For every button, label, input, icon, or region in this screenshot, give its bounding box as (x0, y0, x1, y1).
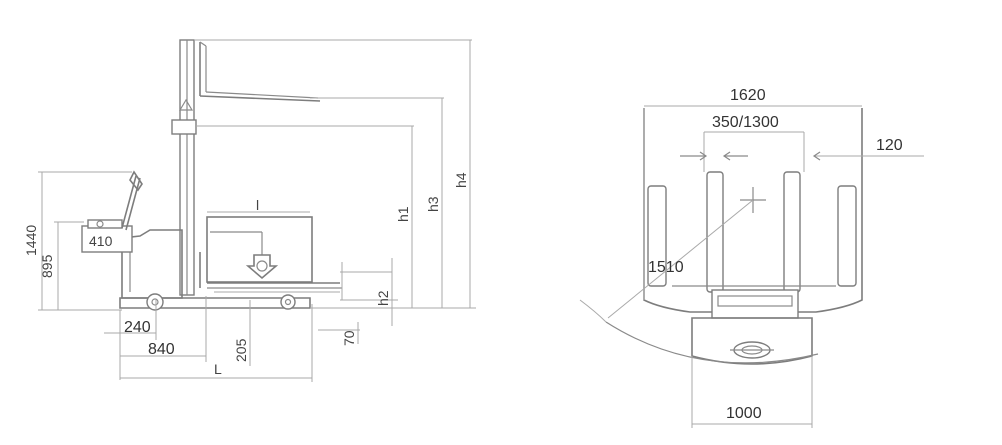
dim-1440: 1440 (23, 171, 132, 311)
chassis (119, 229, 311, 311)
dim-h4: h4 (194, 39, 472, 308)
carriage (711, 289, 799, 319)
outriggers (647, 185, 857, 287)
dim-h1-label: h1 (395, 206, 411, 222)
dim-1440-label: 1440 (23, 225, 39, 256)
dim-h3: h3 (310, 97, 444, 308)
top-view: 1620 350/1300 120 1510 (579, 87, 924, 428)
dim-h3-label: h3 (425, 196, 441, 212)
side-view: 1440 895 410 240 840 L 205 (23, 39, 476, 382)
top-chassis (691, 317, 813, 365)
dim-l: l (207, 197, 310, 213)
dim-895: 895 (39, 221, 84, 310)
dim-1620: 1620 (644, 87, 862, 107)
dim-h4-label: h4 (453, 172, 469, 188)
dim-205-label: 205 (233, 338, 249, 362)
dim-410-label: 410 (89, 233, 113, 249)
dim-L: L (120, 304, 313, 382)
dim-70: 70 (318, 322, 360, 346)
dim-240: 240 (104, 300, 157, 340)
dim-1620-label: 1620 (730, 87, 766, 104)
load-wheel (280, 294, 296, 310)
load-arrow-icon (245, 254, 279, 280)
dim-L-label: L (214, 361, 222, 377)
dim-1000: 1000 (691, 356, 813, 428)
load-box (206, 216, 313, 283)
dim-205: 205 (233, 300, 251, 366)
dim-70-label: 70 (341, 330, 357, 346)
dim-350-1300: 350/1300 (703, 114, 805, 172)
dim-1510: 1510 (579, 199, 819, 364)
dim-1000-label: 1000 (726, 405, 762, 422)
dim-h1: h1 (196, 125, 414, 308)
dim-895-label: 895 (39, 254, 55, 278)
mast (171, 39, 197, 296)
dim-1510-label: 1510 (648, 259, 684, 276)
dim-840: 840 (119, 296, 207, 380)
fork-width-arrows (680, 151, 748, 161)
dim-h2-label: h2 (375, 290, 391, 306)
operator-platform (81, 170, 143, 253)
dim-120: 120 (812, 137, 924, 161)
lowered-fork (199, 252, 342, 293)
dim-350-1300-label: 350/1300 (712, 114, 779, 131)
dim-240-label: 240 (124, 319, 151, 336)
dim-h2: h2 (340, 258, 398, 326)
dim-120-label: 120 (876, 137, 903, 154)
dim-l-label: l (256, 197, 259, 213)
dim-840-label: 840 (148, 341, 175, 358)
drive-wheel (146, 293, 164, 311)
forks (672, 171, 836, 293)
raised-fork (199, 41, 321, 102)
